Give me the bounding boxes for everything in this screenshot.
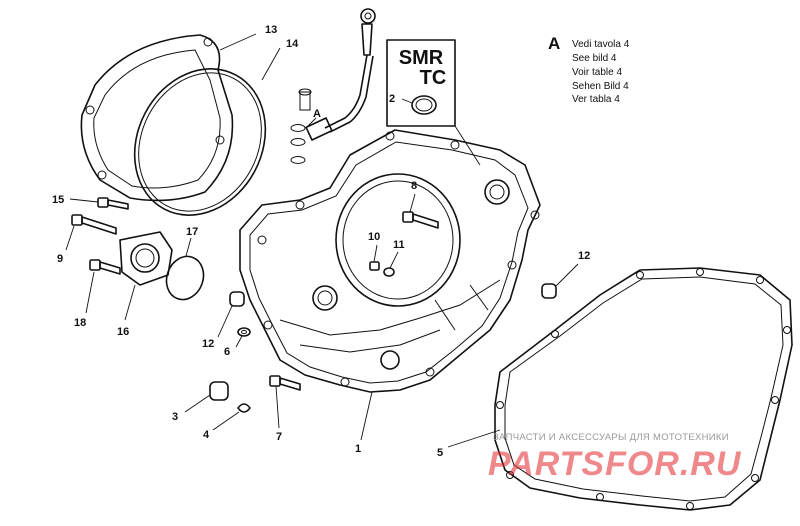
callout-9: 9: [57, 253, 63, 265]
part-14-cover-gasket: [133, 68, 267, 216]
part-16-inspection-cap: [119, 231, 173, 286]
reference-note: A Vedi tavola 4 See bild 4 Voir table 4 …: [548, 34, 630, 105]
watermark-tagline: ЗАПЧАСТИ И АКСЕССУАРЫ ДЛЯ МОТОТЕХНИКИ: [493, 432, 729, 443]
part-10-screw: [369, 261, 380, 271]
part-8-stud: [402, 211, 439, 229]
callout-13: 13: [265, 24, 277, 36]
tool-box-smr-tc: SMR TC: [386, 39, 481, 166]
callout-15: 15: [52, 194, 64, 206]
part-7-bolt: [269, 375, 301, 391]
tool-box-line-1: SMR: [399, 47, 444, 69]
callout-10: 10: [368, 231, 380, 243]
reference-line-5: Ver tabla 4: [572, 94, 620, 105]
reference-letter: A: [548, 34, 560, 53]
callout-1: 1: [355, 443, 361, 455]
part-15-bolt: [97, 197, 129, 210]
reference-line-2: See bild 4: [572, 53, 617, 64]
oil-hose-assembly: [290, 8, 376, 164]
callout-4: 4: [203, 429, 210, 441]
callout-14: 14: [286, 38, 299, 50]
part-6-washer: [237, 327, 251, 337]
part-4-clip: [237, 403, 251, 413]
watermark: ЗАПЧАСТИ И АКСЕССУАРЫ ДЛЯ МОТОТЕХНИКИ PA…: [488, 432, 742, 483]
reference-line-4: Sehen Bild 4: [572, 81, 629, 92]
tool-box-line-2: TC: [420, 67, 447, 89]
part-12-dowel-left: [229, 291, 245, 307]
callout-12-left: 12: [202, 338, 214, 350]
part-9-bolt: [71, 214, 117, 235]
leader-lines: [65, 33, 579, 448]
callout-3: 3: [172, 411, 178, 423]
callout-17: 17: [186, 226, 198, 238]
callout-numbers: 13 14 15 9 18 16 17 12 6 3 4 7 1 5 8 10 …: [52, 24, 590, 459]
part-18-bolt: [89, 259, 121, 275]
callout-11: 11: [393, 239, 405, 251]
part-1-engine-casing: [239, 129, 541, 393]
reference-line-1: Vedi tavola 4: [572, 39, 630, 50]
reference-line-3: Voir table 4: [572, 67, 622, 78]
callout-2: 2: [389, 93, 395, 105]
callout-18: 18: [74, 317, 86, 329]
part-5-casing-gasket: [494, 267, 793, 511]
callout-7: 7: [276, 431, 282, 443]
callout-letter-a: A: [313, 108, 321, 120]
part-13-clutch-cover: [80, 34, 234, 202]
callout-8: 8: [411, 180, 417, 192]
part-11-washer: [383, 267, 395, 277]
callout-5: 5: [437, 447, 443, 459]
watermark-logo: PARTSFOR.RU: [488, 445, 742, 483]
part-17-o-ring: [165, 255, 205, 301]
callout-12-right: 12: [578, 250, 590, 262]
part-12-dowel-right: [541, 283, 557, 299]
callout-6: 6: [224, 346, 230, 358]
part-3-bushing: [209, 381, 229, 401]
callout-16: 16: [117, 326, 129, 338]
